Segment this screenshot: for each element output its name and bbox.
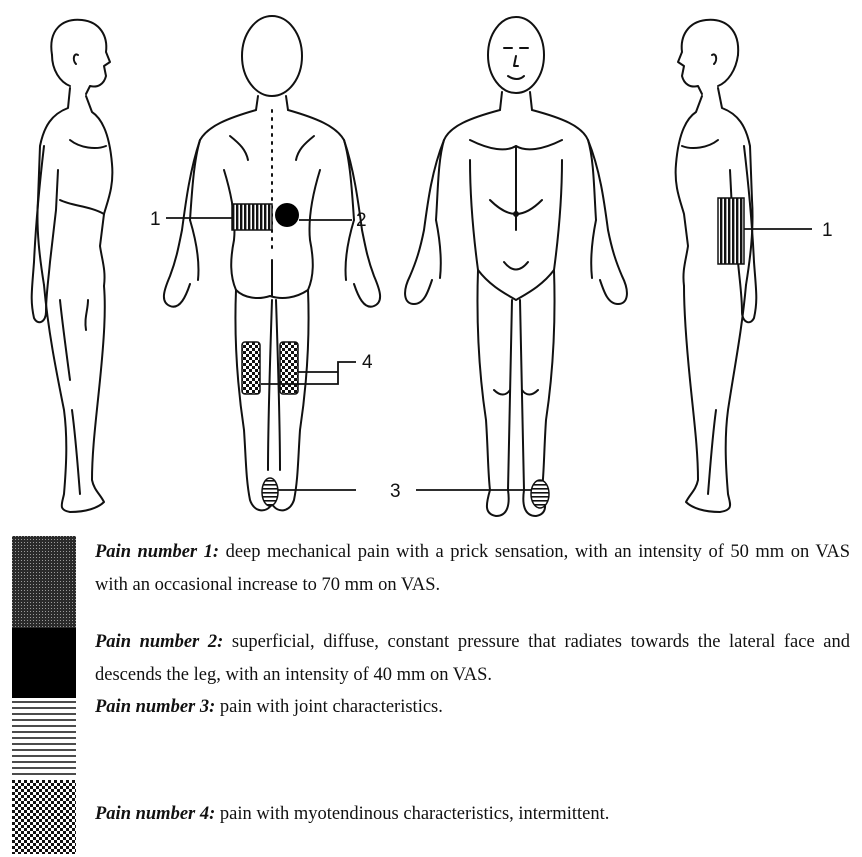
figure-side-view-left bbox=[32, 20, 113, 512]
legend-item-3: Pain number 3: pain with joint character… bbox=[95, 691, 850, 724]
legend-item-1-label: Pain number 1: bbox=[95, 542, 219, 562]
legend-item-3-label: Pain number 3: bbox=[95, 697, 215, 717]
pain-area-1-side bbox=[718, 198, 744, 264]
figure-front-view bbox=[405, 17, 627, 516]
legend-item-4: Pain number 4: pain with myotendinous ch… bbox=[95, 798, 850, 831]
pain-area-4-back-right bbox=[280, 342, 298, 394]
callout-4-back: 4 bbox=[362, 352, 373, 373]
callout-2-back: 2 bbox=[356, 210, 367, 231]
legend-item-4-description: pain with myotendinous characteristics, … bbox=[220, 804, 609, 824]
pain-legend: Pain number 1: deep mechanical pain with… bbox=[0, 534, 862, 857]
legend-item-2: Pain number 2: superficial, diffuse, con… bbox=[95, 626, 850, 692]
pain-area-1-back bbox=[232, 204, 272, 230]
pain-area-3-back bbox=[262, 478, 278, 506]
legend-item-3-description: pain with joint characteristics. bbox=[220, 697, 443, 717]
leader-lines bbox=[166, 218, 812, 490]
swatch-pain-3 bbox=[12, 698, 76, 780]
pain-area-3-front bbox=[531, 480, 549, 508]
swatch-pain-2 bbox=[12, 628, 76, 698]
callout-1-side: 1 bbox=[822, 220, 833, 241]
legend-item-1: Pain number 1: deep mechanical pain with… bbox=[95, 536, 850, 602]
figure-back-view bbox=[164, 16, 380, 510]
legend-item-4-label: Pain number 4: bbox=[95, 804, 215, 824]
callout-1-back: 1 bbox=[150, 209, 161, 230]
callout-3-back: 3 bbox=[390, 481, 401, 502]
legend-item-2-label: Pain number 2: bbox=[95, 632, 223, 652]
figure-side-view-right bbox=[676, 20, 757, 512]
swatch-pain-4 bbox=[12, 780, 76, 854]
pain-area-2-back bbox=[275, 203, 299, 227]
swatch-pain-1 bbox=[12, 536, 76, 628]
pain-area-4-back-left bbox=[242, 342, 260, 394]
body-pain-diagram: 1 2 4 3 bbox=[0, 0, 862, 530]
